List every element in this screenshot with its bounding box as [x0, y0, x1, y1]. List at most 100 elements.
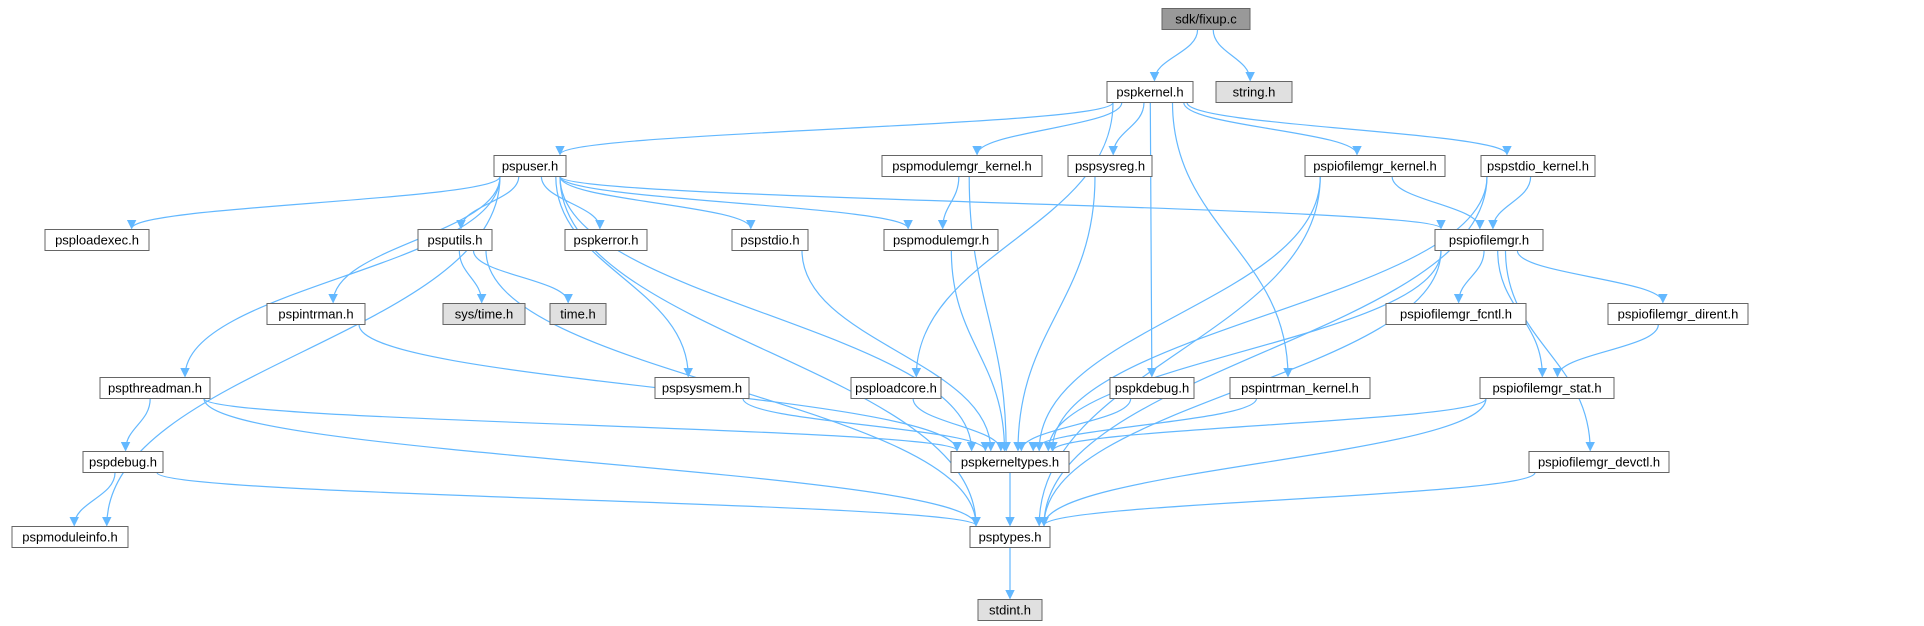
- edge-psploadcore-to-pspkerneltypes: [912, 398, 1006, 452]
- node-psploadcore[interactable]: psploadcore.h: [850, 377, 942, 399]
- edge-line: [126, 176, 501, 230]
- node-pspkerneltypes[interactable]: pspkerneltypes.h: [950, 451, 1070, 473]
- node-box: [1528, 451, 1670, 473]
- edge-line: [180, 176, 501, 378]
- node-box: [417, 229, 493, 251]
- node-stdint: stdint.h: [977, 599, 1043, 621]
- node-fixup: sdk/fixup.c: [1161, 8, 1251, 30]
- node-time: time.h: [549, 303, 607, 325]
- edge-pspkdebug-to-pspkerneltypes: [1016, 398, 1132, 452]
- edge-pspkernel-to-pspstdio_kernel: [1186, 102, 1512, 156]
- node-box: [549, 303, 607, 325]
- node-psploadexec[interactable]: psploadexec.h: [44, 229, 150, 251]
- node-pspmodulemgr[interactable]: pspmodulemgr.h: [883, 229, 999, 251]
- node-pspiofilemgr_stat[interactable]: pspiofilemgr_stat.h: [1479, 377, 1615, 399]
- edge-pspiofilemgr_dirent-to-pspiofilemgr_stat: [1552, 324, 1659, 378]
- node-label: pspsysmem.h: [662, 381, 742, 396]
- edge-line: [559, 176, 977, 452]
- edge-psputils-to-systime: [458, 250, 487, 304]
- node-pspkernel[interactable]: pspkernel.h: [1106, 81, 1194, 103]
- edge-line: [559, 176, 913, 230]
- edge-pspiofilemgr_stat-to-pspkerneltypes: [1048, 397, 1487, 452]
- node-pspuser[interactable]: pspuser.h: [493, 155, 567, 177]
- node-label: pspiofilemgr_devctl.h: [1538, 455, 1660, 470]
- edge-line: [1039, 471, 1536, 527]
- node-label: pspmodulemgr_kernel.h: [892, 159, 1031, 174]
- node-box: [969, 526, 1051, 548]
- node-box: [883, 229, 999, 251]
- node-psptypes[interactable]: psptypes.h: [969, 526, 1051, 548]
- edge-line: [1171, 102, 1293, 378]
- node-pspintrman[interactable]: pspintrman.h: [266, 303, 366, 325]
- node-box: [1385, 303, 1527, 325]
- node-pspiofilemgr_kernel[interactable]: pspiofilemgr_kernel.h: [1304, 155, 1446, 177]
- node-pspstdio_kernel[interactable]: pspstdio_kernel.h: [1480, 155, 1596, 177]
- edge-pspsysreg-to-pspkerneltypes: [1013, 176, 1096, 452]
- edge-line: [559, 175, 1446, 230]
- node-label: psploadcore.h: [855, 381, 937, 396]
- edge-pspiofilemgr_kernel-to-pspkerneltypes: [1034, 176, 1321, 452]
- node-pspiofilemgr_fcntl[interactable]: pspiofilemgr_fcntl.h: [1385, 303, 1527, 325]
- edge-pspuser-to-pspstdio: [559, 176, 756, 230]
- node-label: pspiofilemgr_fcntl.h: [1400, 307, 1512, 322]
- edge-line: [472, 250, 573, 304]
- node-label: pspsysreg.h: [1075, 159, 1145, 174]
- node-box: [1106, 81, 1194, 103]
- node-box: [977, 599, 1043, 621]
- edge-line: [1108, 102, 1145, 156]
- node-box: [950, 451, 1070, 473]
- edge-pspdebug-to-pspmoduleinfo: [69, 472, 116, 527]
- edge-line: [1034, 176, 1321, 527]
- node-label: sdk/fixup.c: [1175, 12, 1237, 27]
- node-label: pspthreadman.h: [108, 381, 202, 396]
- node-pspsysreg[interactable]: pspsysreg.h: [1067, 155, 1153, 177]
- node-pspdebug[interactable]: pspdebug.h: [82, 451, 164, 473]
- node-psputils[interactable]: psputils.h: [417, 229, 493, 251]
- node-pspiofilemgr_dirent[interactable]: pspiofilemgr_dirent.h: [1607, 303, 1749, 325]
- node-pspkdebug[interactable]: pspkdebug.h: [1109, 377, 1195, 399]
- edge-pspmodulemgr_kernel-to-pspmodulemgr: [937, 176, 960, 230]
- edge-pspthreadman-to-pspdebug: [120, 398, 151, 452]
- edge-pspuser-to-pspkerror: [540, 176, 605, 230]
- node-pspiofilemgr[interactable]: pspiofilemgr.h: [1434, 229, 1544, 251]
- node-pspiofilemgr_devctl[interactable]: pspiofilemgr_devctl.h: [1528, 451, 1670, 473]
- node-pspkerror[interactable]: pspkerror.h: [564, 229, 648, 251]
- edge-pspkernel-to-pspiofilemgr_kernel: [1183, 102, 1362, 156]
- node-label: pspiofilemgr_stat.h: [1492, 381, 1601, 396]
- node-pspmoduleinfo[interactable]: pspmoduleinfo.h: [11, 526, 129, 548]
- edge-pspiofilemgr_kernel-to-pspiofilemgr: [1391, 176, 1485, 230]
- node-pspstdio[interactable]: pspstdio.h: [731, 229, 809, 251]
- edge-pspiofilemgr_devctl-to-psptypes: [1039, 471, 1536, 527]
- edge-line: [1048, 397, 1487, 452]
- edge-pspiofilemgr-to-pspkerneltypes: [1043, 250, 1442, 452]
- node-pspsysmem[interactable]: pspsysmem.h: [654, 377, 750, 399]
- node-box: [881, 155, 1043, 177]
- edge-fixup-to-string: [1212, 29, 1255, 82]
- edge-pspdebug-to-psptypes: [156, 471, 981, 527]
- node-pspintrman_kernel[interactable]: pspintrman_kernel.h: [1229, 377, 1371, 399]
- edge-line: [1149, 29, 1199, 82]
- edge-line: [1391, 176, 1485, 230]
- edge-line: [1043, 250, 1442, 452]
- edge-psputils-to-time: [472, 250, 573, 304]
- edge-pspkernel-to-pspsysreg: [1108, 102, 1145, 156]
- node-label: pspkerror.h: [573, 233, 638, 248]
- edge-pspkernel-to-pspkdebug: [1147, 102, 1157, 378]
- node-pspmodulemgr_kernel[interactable]: pspmodulemgr_kernel.h: [881, 155, 1043, 177]
- edge-pspiofilemgr_kernel-to-psptypes: [1034, 176, 1321, 527]
- edge-line: [911, 102, 1114, 378]
- node-label: pspuser.h: [502, 159, 558, 174]
- node-pspthreadman[interactable]: pspthreadman.h: [99, 377, 211, 399]
- node-box: [1479, 377, 1615, 399]
- node-label: pspiofilemgr_kernel.h: [1313, 159, 1437, 174]
- edge-line: [203, 397, 962, 452]
- node-label: pspkernel.h: [1116, 85, 1183, 100]
- edge-pspiofilemgr-to-pspiofilemgr_dirent: [1516, 250, 1668, 304]
- node-label: string.h: [1233, 85, 1276, 100]
- node-box: [731, 229, 809, 251]
- edge-line: [1212, 29, 1255, 82]
- node-label: pspkerneltypes.h: [961, 455, 1059, 470]
- edge-pspstdio-to-pspkerneltypes: [801, 250, 996, 452]
- edge-line: [555, 176, 694, 378]
